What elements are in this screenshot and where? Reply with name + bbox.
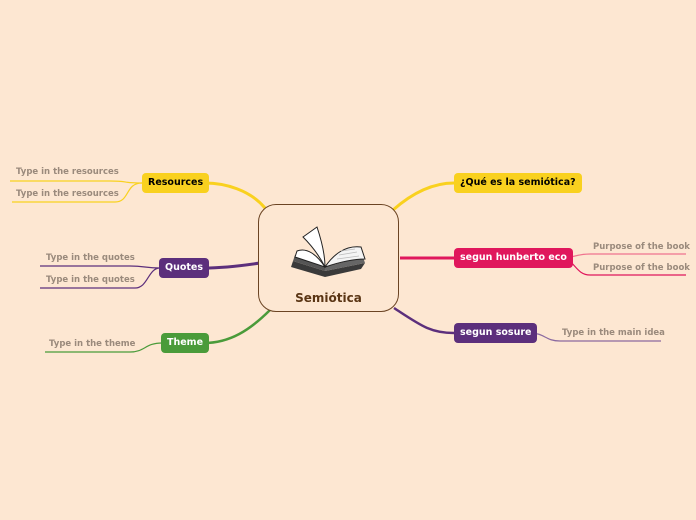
subtopic-resources-2[interactable]: Type in the resources [16,189,119,199]
central-topic-label: Semiótica [295,291,362,305]
subtopic-theme-1[interactable]: Type in the theme [49,339,136,349]
topic-segun-hunberto-eco[interactable]: segun hunberto eco [454,248,573,268]
topic-theme[interactable]: Theme [161,333,210,353]
subtopic-resources-1[interactable]: Type in the resources [16,167,119,177]
topic-que-es-la-semiotica[interactable]: ¿Qué es la semiótica? [454,173,582,193]
subtopic-hunberto-2[interactable]: Purpose of the book [593,263,690,273]
topic-resources[interactable]: Resources [142,173,210,193]
subtopic-quotes-2[interactable]: Type in the quotes [46,275,135,285]
subtopic-quotes-1[interactable]: Type in the quotes [46,253,135,263]
open-book-icon [291,226,366,277]
topic-segun-sosure[interactable]: segun sosure [454,323,538,343]
subtopic-hunberto-1[interactable]: Purpose of the book [593,242,690,252]
topic-quotes[interactable]: Quotes [159,258,210,278]
central-topic[interactable]: Semiótica [258,204,399,312]
subtopic-sosure-1[interactable]: Type in the main idea [562,328,665,338]
